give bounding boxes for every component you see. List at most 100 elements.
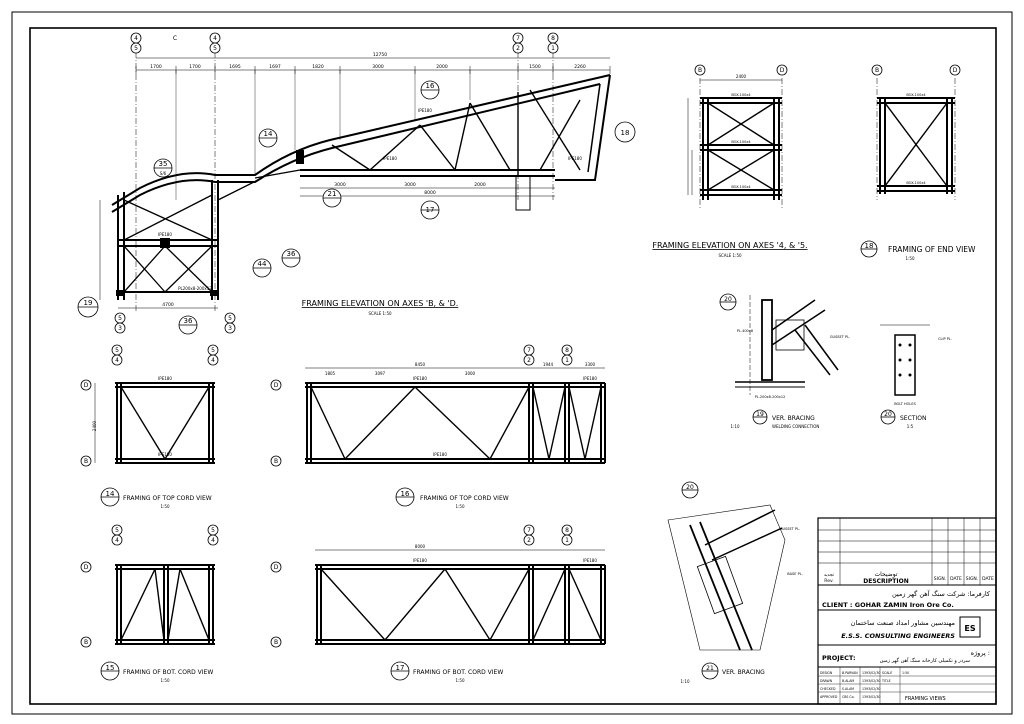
title-block-cell: CHECKED — [820, 687, 836, 691]
axis-label: 4 — [115, 537, 119, 544]
dim: 2000 — [436, 64, 448, 70]
axis-label: 5 — [228, 315, 232, 322]
title-block-cell: 1393/02/30 — [862, 679, 880, 683]
title-block-cell: DESIGN — [820, 671, 833, 675]
callout-num: 36 — [287, 250, 296, 258]
view-scale: 1:50 — [161, 504, 170, 509]
member-label: IPE180 — [413, 376, 427, 381]
section-20 — [880, 324, 930, 396]
project-label-fa: پروژه : — [971, 649, 990, 657]
view-scale: 1:50 — [456, 678, 465, 683]
callout-num: 21 — [328, 190, 337, 198]
callouts-main — [77, 80, 636, 335]
callout-num: 17 — [426, 206, 435, 214]
view-title: VER. BRACING — [722, 669, 765, 676]
detail-21 — [667, 504, 786, 651]
axis-label: 8 — [565, 347, 569, 354]
axis-label: 3 — [228, 325, 232, 332]
detail-note: GUSSET PL. — [830, 335, 850, 339]
title-block — [817, 517, 997, 705]
project-desc-fa: سردر و تکمیلی کارخانه سنگ آهن گهر زمین — [880, 657, 970, 664]
member-label: BOX-100x4 — [906, 93, 926, 97]
axis-label: 1 — [565, 537, 569, 544]
dim: 8000 — [424, 190, 436, 196]
member-label: IPE180 — [158, 452, 172, 457]
title-block-cell: B.ALAM — [842, 679, 854, 683]
view-num: 16 — [401, 490, 410, 498]
axis-bubbles-top — [114, 32, 559, 334]
sign-label: SIGN. — [966, 576, 978, 582]
view-title: SECTION — [900, 415, 926, 422]
title-block-cell: TITLE — [881, 679, 891, 683]
dim: 8450 — [415, 362, 426, 367]
detail-note: BOLT HOLES — [894, 402, 916, 406]
view-scale: SCALE 1:50 — [718, 253, 742, 258]
callout-num: 44 — [258, 260, 267, 268]
axis-label: D — [953, 67, 958, 74]
elevation-45 — [687, 78, 783, 210]
axis-label: 4 — [115, 357, 119, 364]
callout-num: 16 — [426, 82, 435, 90]
title-block-cell: SCALE — [882, 671, 892, 675]
date-label: DATE — [950, 576, 962, 582]
dim: 2400 — [92, 420, 97, 431]
callout-num: 20 — [686, 484, 694, 491]
sign-label: SIGN. — [934, 576, 946, 582]
view-num: 20 — [884, 411, 892, 418]
title-block-cell: 1393/02/30 — [862, 671, 880, 675]
top-cord-view-14 — [94, 382, 215, 464]
member-label: IPE180 — [418, 108, 432, 113]
desc-label: DESCRIPTION — [863, 578, 909, 585]
view-scale: SCALE 1:50 — [368, 311, 392, 316]
detail-note: CLIP PL. — [938, 337, 952, 341]
dim: 2000 — [474, 182, 486, 188]
client: CLIENT : GOHAR ZAMIN Iron Ore Co. — [822, 601, 954, 609]
axis-label: 4 — [211, 537, 215, 544]
axis-label: D — [274, 382, 279, 389]
axis-label: 3 — [118, 325, 122, 332]
axis-label: 5 — [118, 315, 122, 322]
view-title: FRAMING ELEVATION ON AXES '4, & '5. — [652, 241, 807, 250]
view-num: 14 — [106, 490, 115, 498]
callout-num: 35 — [159, 160, 168, 168]
dim: 1700 — [150, 64, 162, 70]
detail-note: PL.400x8 — [737, 329, 753, 333]
axis-label: D — [84, 564, 89, 571]
view-scale: 1:50 — [161, 678, 170, 683]
engineer: E.S.S. CONSULTING ENGINEERS — [841, 632, 955, 640]
axis-label: 4 — [213, 35, 217, 42]
axis-label: D — [274, 564, 279, 571]
axis-label: D — [84, 382, 89, 389]
axis-label: 2 — [516, 45, 520, 52]
axis-label: 7 — [527, 527, 531, 534]
axis-label: B — [698, 67, 702, 74]
member-label: IPE180 — [158, 232, 172, 237]
axis-label: 8 — [565, 527, 569, 534]
view-scale: 1:10 — [731, 424, 740, 429]
view-num: 21 — [706, 665, 714, 672]
member-label: IPE180 — [583, 376, 597, 381]
inner-border — [29, 27, 997, 705]
member-label: BOX-100x4 — [731, 93, 751, 97]
dim: 2400 — [736, 74, 747, 79]
title-block-cell: 1:50 — [902, 671, 909, 675]
member-label: IPE180 — [568, 156, 582, 161]
view-title: FRAMING OF END VIEW — [888, 245, 976, 254]
callout-num: 18 — [621, 129, 630, 137]
detail-note: GUSSET PL. — [780, 527, 800, 531]
view-title: FRAMING OF BOT. CORD VIEW — [413, 669, 503, 676]
member-label: IPE180 — [158, 376, 172, 381]
view-scale: 1:5 — [907, 424, 914, 429]
detail-note: PL.200x8-200x12 — [755, 395, 786, 399]
member-label: IPE180 — [383, 156, 397, 161]
top-cord-view-16 — [305, 367, 606, 464]
axis-label: 8 — [551, 35, 555, 42]
axis-label: 5 — [213, 45, 217, 52]
rev-label: Rev. — [824, 578, 833, 584]
outer-border — [11, 11, 1013, 715]
title-block-cell: B.PARVAN — [842, 671, 858, 675]
axis-label: 4 — [134, 35, 138, 42]
project-label: PROJECT: — [822, 654, 856, 662]
